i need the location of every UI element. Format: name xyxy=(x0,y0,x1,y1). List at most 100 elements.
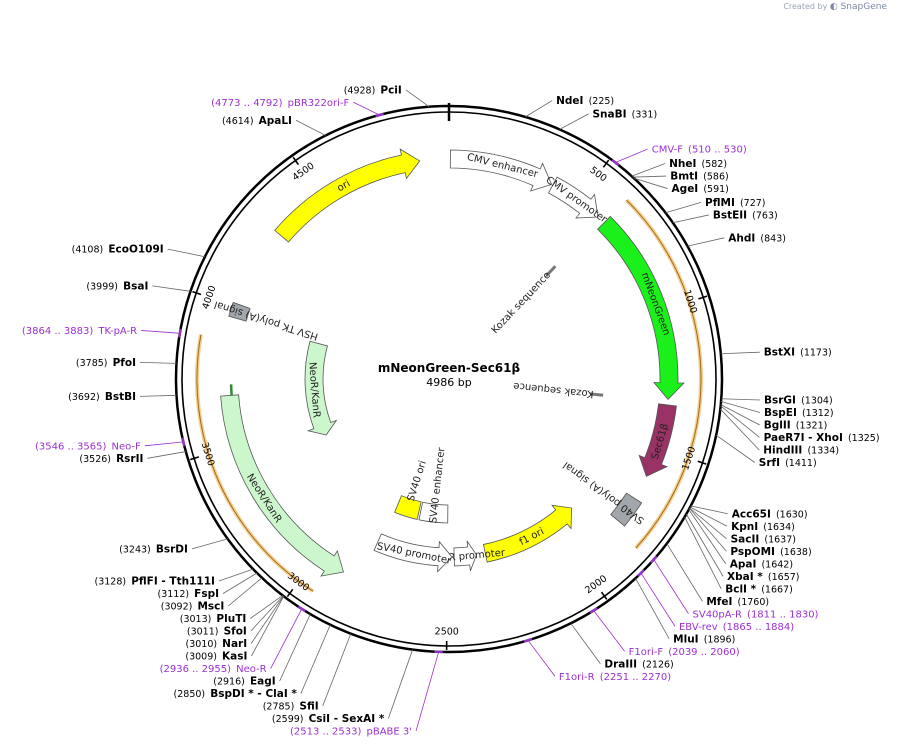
enzyme-label[interactable]: (2599) CsiI - SexAI * xyxy=(272,707,385,726)
primer-leader-line xyxy=(144,441,184,447)
enzyme-label[interactable]: BglII (1321) xyxy=(764,413,828,432)
enzyme-label[interactable]: BclI * (1667) xyxy=(725,577,793,596)
enzyme-label[interactable]: BsrGI (1304) xyxy=(764,388,833,407)
enzyme-label[interactable]: (3010) NarI xyxy=(185,632,247,651)
enzyme-label[interactable]: NheI (582) xyxy=(669,152,727,171)
feature-f1-ori[interactable] xyxy=(482,504,573,563)
primer-label[interactable]: CMV-F (510 .. 530) xyxy=(652,138,747,157)
enzyme-label[interactable]: Acc65I (1630) xyxy=(732,502,808,521)
enzyme-name: CsiI - SexAI * xyxy=(309,713,385,725)
primer-label[interactable]: (2513 .. 2533) pBABE 3' xyxy=(290,720,412,739)
enzyme-leader-line xyxy=(635,578,670,639)
enzyme-label[interactable]: PspOMI (1638) xyxy=(730,540,811,559)
enzyme-label[interactable]: BstEII (763) xyxy=(713,203,778,222)
feature-ori[interactable] xyxy=(274,148,421,243)
enzyme-leader-line xyxy=(720,408,760,451)
feature-sv40-promoter[interactable] xyxy=(373,533,453,573)
enzyme-name: MfeI xyxy=(706,596,732,608)
feature-hsv-tk-poly-a-signal[interactable] xyxy=(228,301,251,322)
enzyme-name: NdeI xyxy=(556,95,583,107)
primer-name: EBV-rev xyxy=(679,622,718,633)
enzyme-leader-line xyxy=(666,543,703,602)
enzyme-label[interactable]: (3999) BsaI xyxy=(86,274,148,293)
enzyme-name: Acc65I xyxy=(732,508,771,520)
enzyme-label[interactable]: ApaI (1642) xyxy=(730,552,793,571)
enzyme-label[interactable]: PaeR7I - XhoI (1325) xyxy=(764,426,880,445)
enzyme-label[interactable]: (3013) PluTI xyxy=(180,607,247,626)
primer-label[interactable]: (4773 .. 4792) pBR322ori-F xyxy=(211,91,349,110)
primer-label[interactable]: (3864 .. 3883) TK-pA-R xyxy=(22,319,137,338)
feature-sec61-[interactable] xyxy=(638,403,677,477)
enzyme-label[interactable]: MfeI (1760) xyxy=(706,590,769,609)
enzyme-name: FspI xyxy=(194,588,219,600)
enzyme-position: (1630) xyxy=(776,509,808,520)
primer-name: SV40pA-R xyxy=(693,609,742,620)
feature-sv40-poly-a-signal[interactable] xyxy=(610,492,643,527)
snapgene-logo-icon: ◐ xyxy=(829,2,841,12)
enzyme-label[interactable]: (4108) EcoO109I xyxy=(72,238,164,257)
primer-label[interactable]: F1ori-F (2039 .. 2060) xyxy=(629,640,740,659)
enzyme-label[interactable]: SnaBI (331) xyxy=(592,102,657,121)
enzyme-label[interactable]: DraIII (2126) xyxy=(604,652,673,671)
enzyme-position: (3011) xyxy=(187,627,219,638)
enzyme-label[interactable]: SrfI (1411) xyxy=(759,451,817,470)
enzyme-label[interactable]: BmtI (586) xyxy=(670,165,729,184)
enzyme-label[interactable]: (3092) MscI xyxy=(161,595,225,614)
enzyme-label[interactable]: (3243) BsrDI xyxy=(119,537,188,556)
feature-sv40-enhancer[interactable] xyxy=(418,501,449,524)
enzyme-label[interactable]: (3128) PflFI - Tth111I xyxy=(95,570,215,589)
enzyme-label[interactable]: (3692) BstBI xyxy=(68,385,136,404)
primer-name: Neo-F xyxy=(112,441,142,452)
enzyme-label[interactable]: PflMI (727) xyxy=(705,191,765,210)
enzyme-label[interactable]: (3526) RsrII xyxy=(79,447,143,466)
feature-mneongreen[interactable] xyxy=(597,215,685,400)
enzyme-label[interactable]: BspEI (1312) xyxy=(764,401,834,420)
feature-neor-kanr[interactable] xyxy=(304,340,338,436)
enzyme-label[interactable]: KpnI (1634) xyxy=(731,515,795,534)
enzyme-leader-line xyxy=(689,507,727,540)
kozak-marker xyxy=(590,392,604,397)
feature-cmv-promoter[interactable] xyxy=(548,176,599,219)
enzyme-leader-line xyxy=(684,516,722,589)
enzyme-name: BsrGI xyxy=(764,394,796,406)
enzyme-label[interactable]: (3011) SfoI xyxy=(187,620,247,639)
enzyme-label[interactable]: (3112) FspI xyxy=(157,582,219,601)
primer-label[interactable]: F1ori-R (2251 .. 2270) xyxy=(559,665,671,684)
enzyme-leader-line xyxy=(228,577,263,607)
enzyme-label[interactable]: (3009) KasI xyxy=(185,645,247,664)
primer-label[interactable]: (3546 .. 3565) Neo-F xyxy=(35,434,141,453)
enzyme-leader-line xyxy=(250,595,284,632)
primer-leader-line xyxy=(653,559,689,614)
feature-cmv-enhancer[interactable] xyxy=(449,149,553,192)
primer-label[interactable]: SV40pA-R (1811 .. 1830) xyxy=(693,602,819,621)
enzyme-label[interactable]: (3785) PfoI xyxy=(76,351,136,370)
primer-name: F1ori-F xyxy=(629,647,664,658)
enzyme-label[interactable]: HindIII (1334) xyxy=(763,438,839,457)
enzyme-label[interactable]: (2850) BspDI * - ClaI * xyxy=(174,682,298,701)
enzyme-label[interactable]: (4928) PciI xyxy=(344,78,402,97)
enzyme-position: (331) xyxy=(632,109,658,120)
enzyme-label[interactable]: AgeI (591) xyxy=(672,177,729,196)
enzyme-position: (1304) xyxy=(801,395,833,406)
primer-name: CMV-F xyxy=(652,145,683,156)
feature-neor-kanr[interactable] xyxy=(220,394,344,577)
enzyme-label[interactable]: AhdI (843) xyxy=(728,226,786,245)
primer-label[interactable]: (2936 .. 2955) Neo-R xyxy=(160,657,267,676)
enzyme-label[interactable]: XbaI * (1657) xyxy=(727,565,799,584)
enzyme-label[interactable]: MluI (1896) xyxy=(673,627,735,646)
feature-sv40-ori[interactable] xyxy=(394,495,422,520)
enzyme-label[interactable]: (2916) EagI xyxy=(213,670,275,689)
enzyme-label[interactable]: BstXI (1173) xyxy=(764,341,832,360)
enzyme-label[interactable]: NdeI (225) xyxy=(556,89,614,108)
enzyme-label[interactable]: SacII (1637) xyxy=(731,527,796,546)
enzyme-leader-line xyxy=(300,624,331,694)
enzyme-name: BclI * xyxy=(725,583,756,595)
enzyme-label[interactable]: (2785) SfiI xyxy=(263,695,319,714)
scale-tick-label: 4500 xyxy=(291,161,317,184)
primer-label[interactable]: EBV-rev (1865 .. 1884) xyxy=(679,615,794,634)
scale-tick-label: 1500 xyxy=(680,445,698,471)
enzyme-leader-line xyxy=(685,513,724,577)
feature-ampr-promoter[interactable] xyxy=(453,540,477,571)
primer-range: (2039 .. 2060) xyxy=(668,647,740,658)
enzyme-label[interactable]: (4614) ApaLI xyxy=(222,109,292,128)
